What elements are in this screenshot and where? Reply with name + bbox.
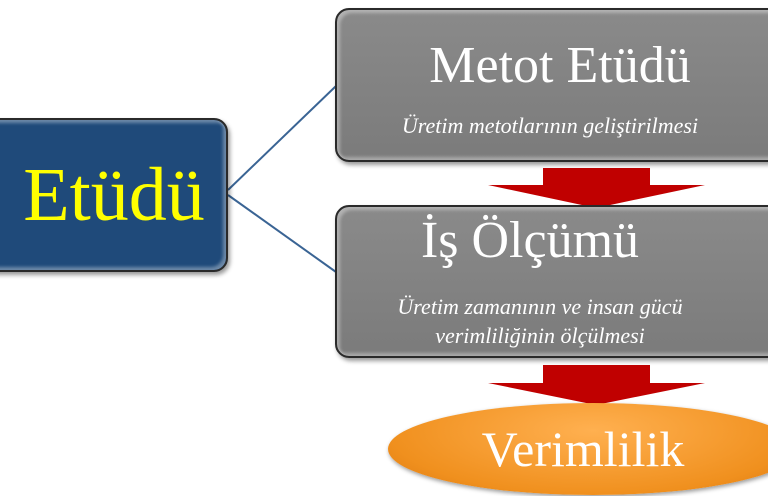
node-is-olcumu: İş Ölçümü Üretim zamanının ve insan gücü… (335, 205, 768, 358)
node-subtitle: Üretim metotlarının geliştirilmesi (401, 113, 699, 138)
node-title: İş Ölçümü (420, 212, 640, 269)
down-arrow-2 (488, 365, 705, 405)
node-metot-etudu: Metot Etüdü Üretim metotlarının geliştir… (335, 8, 768, 162)
connector-line-top (227, 85, 337, 191)
node-subtitle-line1: Üretim zamanının ve insan gücü (397, 294, 683, 319)
result-label: Verimlilik (481, 421, 685, 477)
main-node-etudu: Etüdü (0, 118, 228, 272)
node-subtitle-line2: verimliliğinin ölçülmesi (435, 322, 645, 348)
down-arrow-1 (488, 168, 705, 208)
node-title: Metot Etüdü (429, 37, 691, 94)
main-node-label: Etüdü (23, 152, 205, 237)
connector-line-bottom (227, 194, 337, 273)
result-ellipse-verimlilik: Verimlilik (388, 403, 768, 495)
